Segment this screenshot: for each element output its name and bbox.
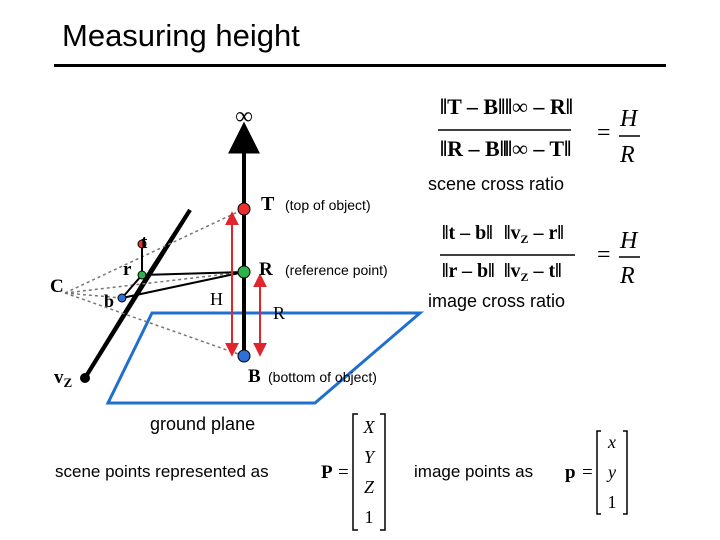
scene-vector: X Y Z 1	[352, 413, 386, 531]
reference-point	[237, 265, 251, 279]
ground-plane	[105, 311, 425, 405]
image-t-point	[137, 239, 147, 249]
scene-equals: =	[597, 120, 611, 146]
image-vector-x: x	[607, 432, 616, 452]
R-height-label: R	[273, 303, 285, 323]
image-p-equals: =	[582, 462, 593, 483]
image-cross-ratio-label: image cross ratio	[428, 291, 565, 311]
vanishing-point	[80, 373, 90, 383]
scene-vector-1: 1	[365, 507, 374, 527]
scene-cross-ratio-equation: ‖T – B‖ ‖∞ – R‖ ‖R – B‖ ‖∞ – T‖ = H R	[438, 94, 640, 168]
image-vector-1: 1	[608, 492, 617, 512]
scene-R: R	[619, 142, 635, 168]
image-b-point	[117, 293, 127, 303]
top-point	[237, 202, 251, 216]
scene-den-left: ‖R – B‖	[440, 136, 507, 161]
image-r-point	[137, 270, 147, 280]
image-p-symbol: p	[565, 462, 576, 483]
image-vector: x y 1	[596, 430, 628, 515]
b-label: b	[104, 291, 114, 311]
scene-vector-X: X	[363, 417, 376, 437]
image-H: H	[619, 228, 639, 254]
B-label: B	[248, 366, 261, 387]
scene-vector-right-bracket	[380, 413, 386, 531]
image-equals: =	[597, 242, 611, 268]
image-den-right: ‖vZ – t‖	[504, 260, 562, 284]
T-label: T	[261, 193, 275, 215]
B-note: (bottom of object)	[268, 369, 377, 385]
ground-plane-label: ground plane	[150, 414, 255, 434]
scene-P-equals: =	[338, 462, 349, 483]
scene-P-symbol: P	[321, 462, 333, 483]
scene-num-right: ‖∞ – R‖	[505, 94, 573, 119]
T-note: (top of object)	[285, 197, 371, 213]
image-line-r-b	[121, 274, 143, 299]
image-cross-ratio-equation: ‖t – b‖ ‖vZ – r‖ ‖r – b‖ ‖vZ – t‖ = H R	[440, 222, 640, 289]
R-label: R	[259, 259, 273, 280]
image-num-left: ‖t – b‖	[442, 222, 493, 244]
scene-den-right: ‖∞ – T‖	[505, 136, 571, 161]
bottom-point	[237, 349, 251, 363]
ray-top	[64, 208, 245, 294]
vz-main: v	[54, 367, 64, 388]
t-label: t	[141, 232, 148, 253]
slide-title: Measuring height	[62, 18, 300, 53]
r-label: r	[123, 259, 132, 280]
image-vector-right-bracket	[623, 430, 628, 515]
scene-points-label: scene points represented as	[55, 462, 269, 481]
image-points-label: image points as	[414, 462, 533, 481]
image-line-b-reference	[121, 271, 245, 299]
scene-H: H	[619, 106, 639, 132]
H-label: H	[210, 289, 223, 309]
scene-vector-Y: Y	[364, 447, 376, 467]
image-vector-left-bracket	[596, 430, 601, 515]
scene-num-left: ‖T – B‖	[440, 94, 505, 119]
camera-label: C	[50, 276, 64, 297]
image-den-left: ‖r – b‖	[442, 260, 495, 282]
infinity-label: ∞	[235, 103, 253, 130]
ray-reference	[64, 271, 245, 294]
R-note: (reference point)	[285, 262, 388, 278]
vz-subscript: Z	[64, 375, 73, 390]
image-plane-bottom-edge	[83, 270, 152, 380]
image-R: R	[619, 263, 635, 289]
image-num-right: ‖vZ – r‖	[504, 222, 564, 246]
title-underline	[54, 64, 666, 67]
ray-bottom	[64, 292, 245, 357]
scene-vector-left-bracket	[352, 413, 358, 531]
scene-cross-ratio-label: scene cross ratio	[428, 174, 564, 194]
image-plane-right-edge	[148, 208, 192, 274]
vz-label: vZ	[54, 367, 73, 390]
image-vector-y: y	[606, 462, 616, 482]
scene-vector-Z: Z	[364, 477, 375, 497]
